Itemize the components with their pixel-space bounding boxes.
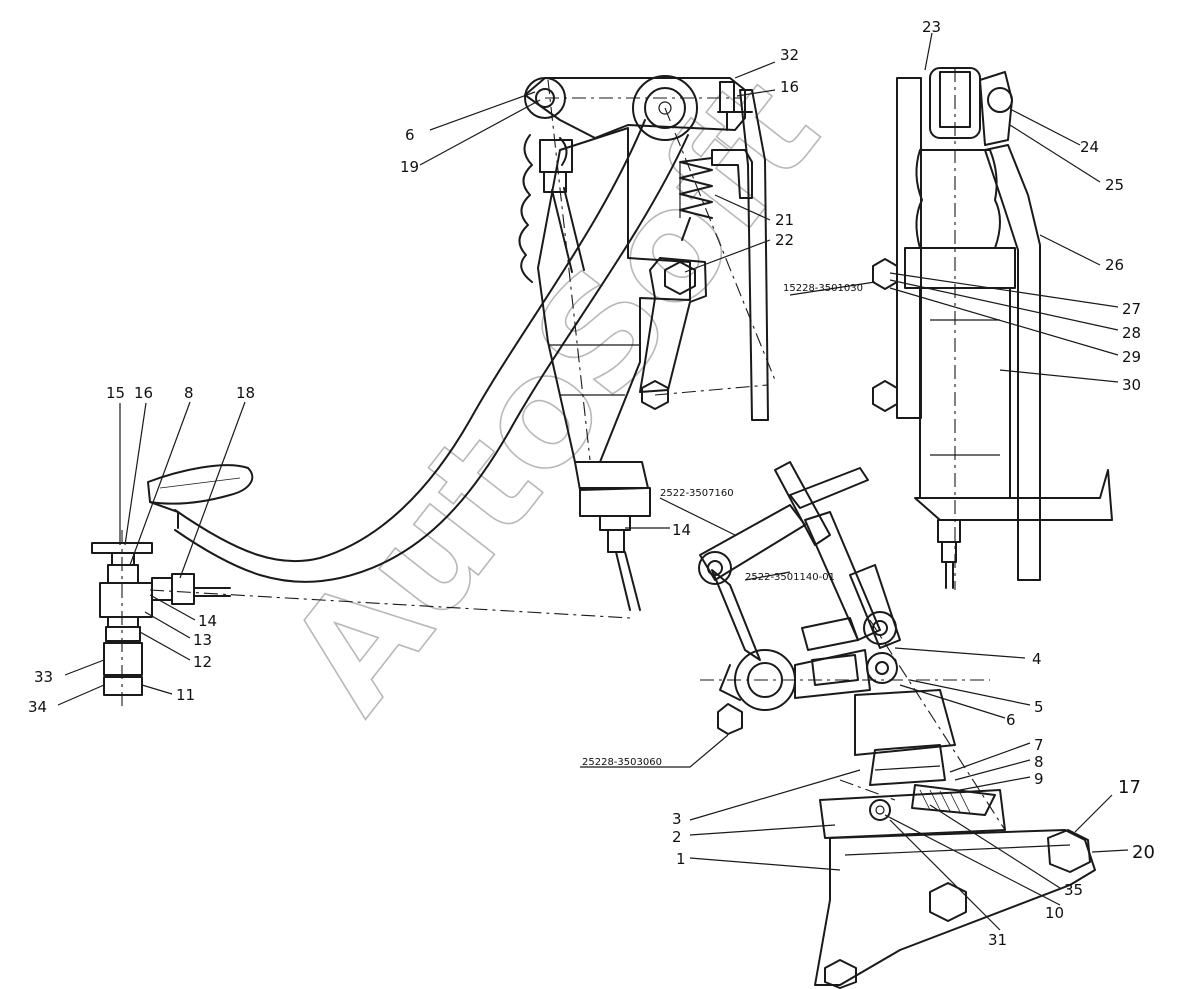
callout-16-left: 16	[134, 384, 153, 402]
callout-22: 22	[775, 231, 794, 249]
callout-24: 24	[1080, 138, 1099, 156]
callout-26: 26	[1105, 256, 1124, 274]
callout-19: 19	[400, 158, 419, 176]
callout-15: 15	[106, 384, 125, 402]
callout-6-bottom: 6	[1006, 711, 1016, 729]
callout-25228-3503060: 25228-3503060	[582, 757, 662, 768]
callout-30: 30	[1122, 376, 1141, 394]
callout-12: 12	[193, 653, 212, 671]
callout-32: 32	[780, 46, 799, 64]
callout-25: 25	[1105, 176, 1124, 194]
callout-6-top: 6	[405, 126, 415, 144]
callout-10: 10	[1045, 904, 1064, 922]
callout-8-bottom: 8	[1034, 753, 1044, 771]
callout-31: 31	[988, 931, 1007, 949]
callout-18: 18	[236, 384, 255, 402]
callout-33: 33	[34, 668, 53, 686]
callout-21: 21	[775, 211, 794, 229]
callout-15228-3501030: 15228-3501030	[783, 283, 863, 294]
callout-5: 5	[1034, 698, 1044, 716]
callout-11: 11	[176, 686, 195, 704]
callout-34: 34	[28, 698, 47, 716]
pedal-bracket-drawing	[518, 75, 776, 611]
callout-35: 35	[1064, 881, 1083, 899]
callout-17: 17	[1118, 777, 1141, 798]
callout-labels: 32 16 23 6 19 24 25 21 22 26 15228-35010…	[28, 18, 1155, 949]
callout-29: 29	[1122, 348, 1141, 366]
callout-16-top: 16	[780, 78, 799, 96]
callout-23: 23	[922, 18, 941, 36]
callout-2522-3501140-01: 2522-3501140-01	[745, 572, 835, 583]
callout-14-center: 14	[672, 521, 691, 539]
callout-27: 27	[1122, 300, 1141, 318]
callout-8-left: 8	[184, 384, 194, 402]
pedal-arm	[147, 119, 689, 583]
callout-20: 20	[1132, 842, 1155, 863]
callout-3: 3	[672, 810, 682, 828]
callout-2: 2	[672, 828, 682, 846]
master-cylinder-side-view	[872, 67, 1113, 590]
stop-switch-assembly	[91, 530, 631, 710]
callout-9: 9	[1034, 770, 1044, 788]
callout-4: 4	[1032, 650, 1042, 668]
lower-linkage-drawing	[698, 461, 1096, 989]
callout-28: 28	[1122, 324, 1141, 342]
callout-13: 13	[193, 631, 212, 649]
callout-14-left: 14	[198, 612, 217, 630]
callout-1: 1	[676, 850, 686, 868]
leader-lines	[57, 32, 1129, 931]
callout-2522-3507160: 2522-3507160	[660, 488, 734, 499]
callout-7: 7	[1034, 736, 1044, 754]
